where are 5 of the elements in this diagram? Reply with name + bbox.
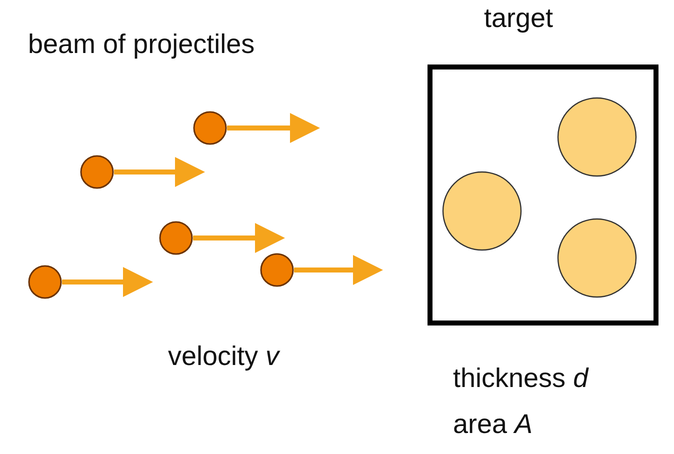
- area-label: area A: [453, 408, 533, 440]
- target-label: target: [484, 2, 554, 34]
- thickness-label: thickness d: [453, 362, 588, 394]
- beam-label: beam of projectiles: [28, 28, 255, 60]
- velocity-label: velocity v: [168, 340, 280, 372]
